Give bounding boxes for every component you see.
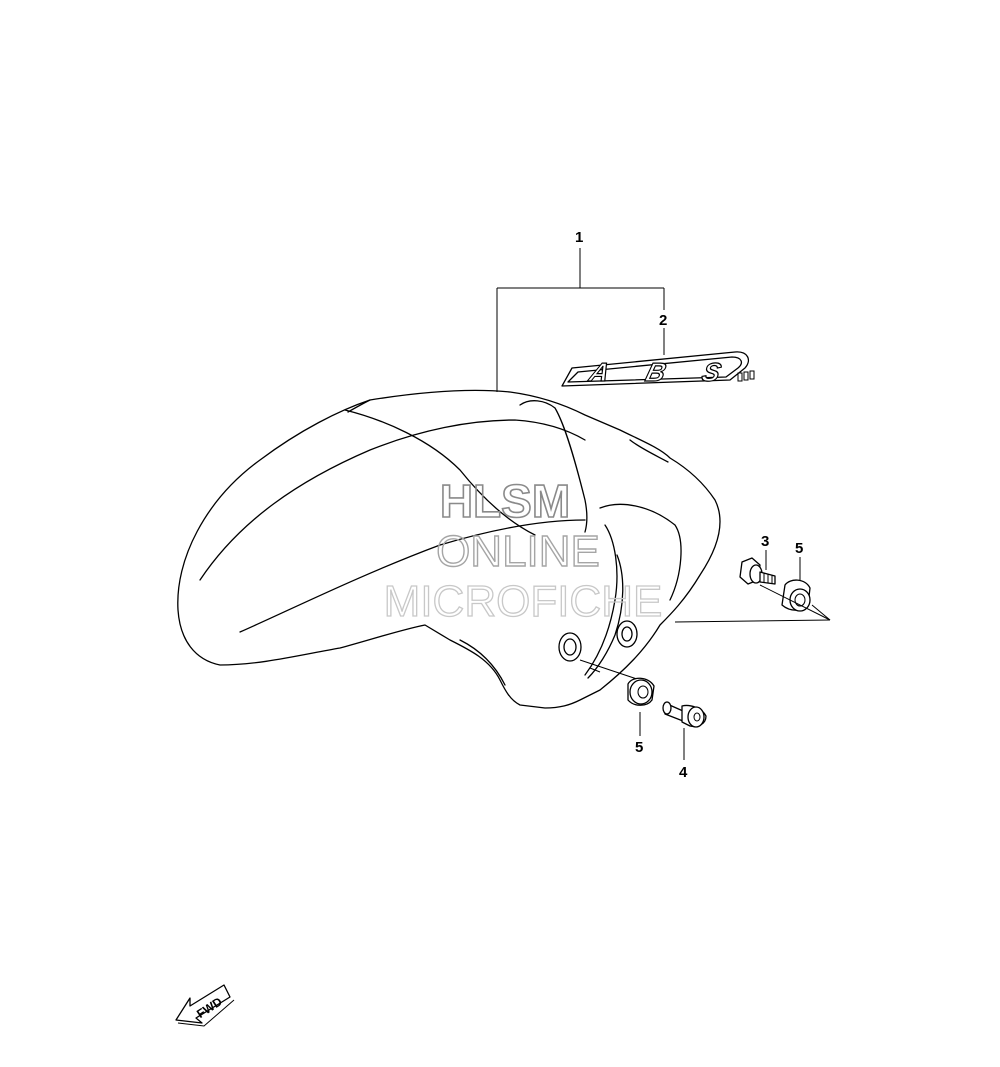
callout-4: 4 [679, 764, 688, 781]
leader-right-hardware [674, 584, 831, 623]
watermark: HLSM ONLINE MICROFICHE [383, 474, 663, 626]
callout-1: 1 [575, 229, 583, 246]
bolt-part-3 [739, 550, 776, 585]
callout-3: 3 [761, 533, 769, 550]
screw-part-4 [662, 701, 707, 760]
abs-emblem: ABS [561, 351, 755, 387]
callout-5-right: 5 [795, 540, 803, 557]
watermark-line-2: ONLINE [436, 527, 600, 576]
grommet-part-5-lower [627, 677, 655, 736]
watermark-line-3: MICROFICHE [384, 577, 663, 626]
callout-5-lower: 5 [635, 739, 643, 756]
leader-lower-hardware [579, 659, 641, 681]
leader-bracket-1 [496, 248, 665, 392]
abs-emblem-text: ABS [585, 357, 724, 386]
fwd-arrow-icon: FWD [175, 984, 235, 1027]
callout-2: 2 [659, 312, 667, 329]
grommet-part-5-right [781, 557, 811, 612]
watermark-line-1: HLSM [440, 475, 570, 527]
